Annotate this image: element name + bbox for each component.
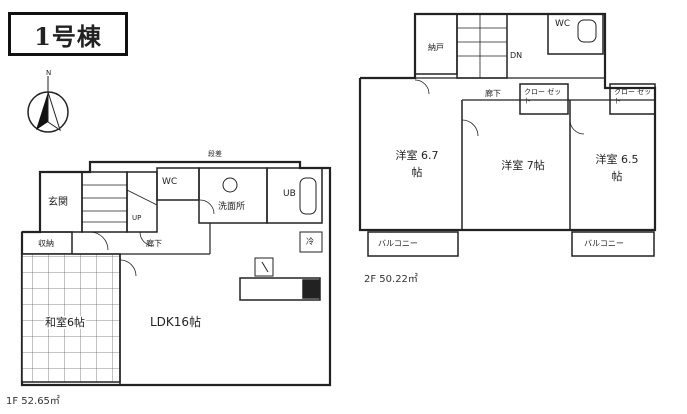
compass-north-label: N [46,69,52,77]
floor1-genkan-label: 玄関 [48,197,68,208]
floor2-room3-label: 洋室 6.5帖 [595,153,639,183]
floor2-hall-label: 廊下 [485,89,501,98]
floor2-balcony1-label: バルコニー [378,239,418,248]
floor2-closet1-label: クロー ゼット [524,88,562,106]
floor1-washroom-label: 洗面所 [218,202,246,212]
floor2-storage-label: 納戸 [428,43,444,52]
floor1-storage-label: 収納 [38,239,54,248]
floor1-ldk-label: LDK16帖 [150,315,202,329]
floor1-hall-label: 廊下 [146,239,162,248]
floor1-japanese-room-label: 和室6帖 [44,316,86,329]
floor2-area-label: 2F 50.22㎡ [364,274,418,285]
floor2-balcony2-label: バルコニー [584,239,624,248]
floor2-plan [358,12,657,257]
floor1-step-label: 段差 [208,150,222,158]
floor2-room2-label: 洋室 7帖 [501,159,545,172]
floor2-stair-dn-label: DN [510,51,523,60]
north-arrow-icon [27,76,69,133]
floor2-closet2-label: クロー ゼット [614,88,652,106]
building-title-text: 1号棟 [34,21,102,51]
floor2-room1-label: 洋室 6.7帖 [395,149,439,179]
building-title: 1号棟 [8,12,128,56]
floor1-stair-up-label: UP [132,214,142,222]
floor1-bath-label: UB [283,189,296,199]
compass: N [18,70,78,140]
floor1-area-label: 1F 52.65㎡ [6,396,60,407]
floor2-wc-label: WC [555,19,571,29]
floor1-wc-label: WC [162,177,178,187]
floor1-fridge-label: 冷 [306,237,314,246]
